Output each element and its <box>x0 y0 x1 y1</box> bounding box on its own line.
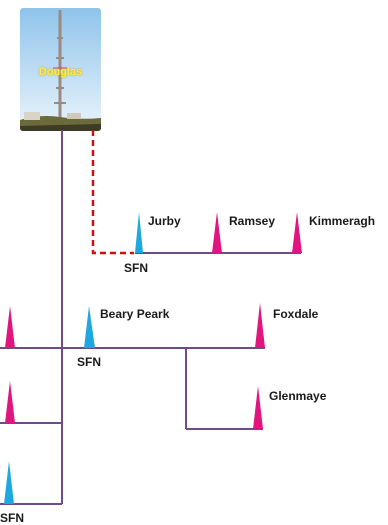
foxdale-transmitter-icon <box>255 303 265 348</box>
ramsey-label: Ramsey <box>229 214 276 228</box>
left-lower-transmitter-icon <box>5 381 15 423</box>
bottom-transmitter-icon <box>4 461 14 504</box>
sfn-bottom-label: SFN <box>0 511 24 525</box>
left-mid-transmitter-icon <box>5 306 15 348</box>
dashed-link-line <box>91 130 134 255</box>
sfn-mid-label: SFN <box>77 355 101 369</box>
main-station-label: Douglas <box>38 66 83 78</box>
beary-peark-transmitter-icon <box>84 306 95 348</box>
glenmaye-transmitter-icon <box>253 386 263 429</box>
kimmeragh-label: Kimmeragh <box>309 214 376 228</box>
jurby-transmitter-icon <box>135 212 143 253</box>
tower-photo-icon <box>20 8 101 131</box>
jurby-label: Jurby <box>148 214 181 228</box>
douglas-tower-image: Douglas <box>20 8 101 131</box>
glenmaye-label: Glenmaye <box>269 389 327 403</box>
beary-peark-label: Beary Peark <box>100 307 170 321</box>
foxdale-label: Foxdale <box>273 307 319 321</box>
ramsey-transmitter-icon <box>212 212 222 253</box>
sfn-top-label: SFN <box>124 261 148 275</box>
kimmeragh-transmitter-icon <box>292 212 302 253</box>
